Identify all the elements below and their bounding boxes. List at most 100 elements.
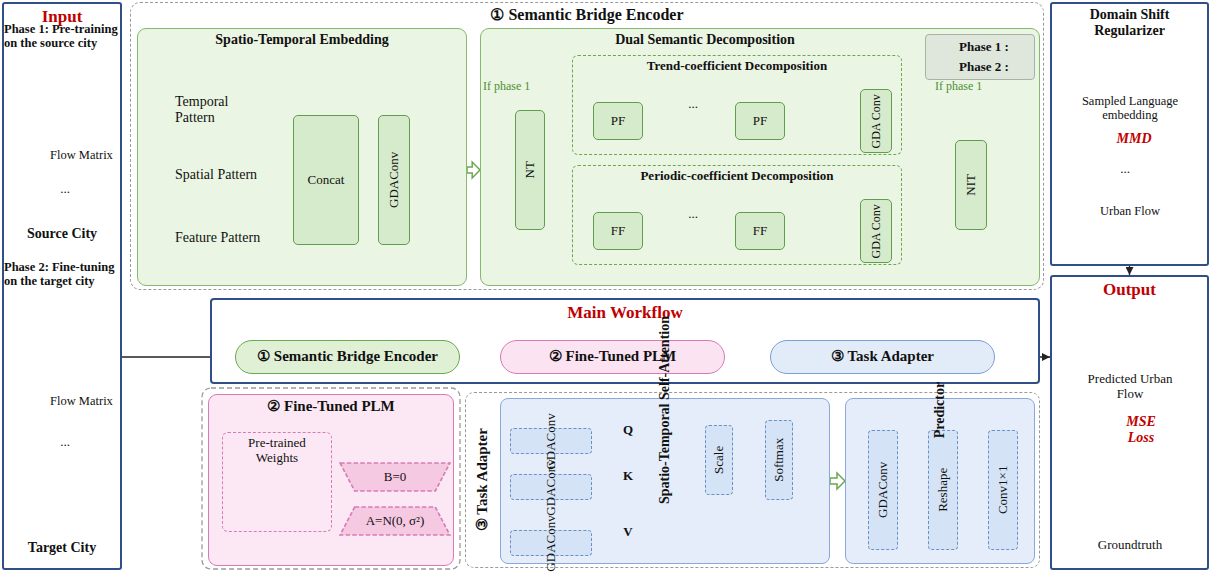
box-label: GDA Conv bbox=[870, 203, 883, 259]
process-box: FF bbox=[735, 212, 785, 250]
text-label: Q bbox=[620, 423, 636, 438]
workflow-step: ② Fine-Tuned PLM bbox=[500, 340, 725, 374]
box-label: Softmax bbox=[772, 424, 786, 496]
box-label: Scale bbox=[712, 429, 726, 491]
text-label: ... bbox=[680, 207, 706, 222]
process-box: GDAConv bbox=[378, 115, 410, 245]
text-label: Predicted Urban Flow bbox=[1080, 372, 1180, 402]
connector bbox=[467, 162, 480, 178]
heading: Trend-coefficient Decomposition bbox=[577, 59, 897, 74]
process-box: GDA Conv bbox=[860, 199, 892, 263]
text-label: ... bbox=[1111, 162, 1139, 177]
process-box: PF bbox=[735, 102, 785, 140]
heading: ② Fine-Tuned PLM bbox=[213, 398, 449, 415]
process-box: GDA Conv bbox=[860, 89, 892, 153]
text-label: ... bbox=[54, 182, 76, 197]
layer-box: GDAConv bbox=[868, 430, 898, 550]
weights-box: Pre-trained Weights bbox=[222, 432, 332, 532]
layer-box: Softmax bbox=[765, 420, 793, 500]
pattern-item: Temporal Pattern bbox=[175, 90, 263, 130]
text-label: V bbox=[620, 525, 636, 540]
text-label: ... bbox=[54, 435, 76, 450]
text-label: ... bbox=[680, 97, 706, 112]
text-label: K bbox=[620, 469, 636, 484]
decomposition-group: Trend-coefficient DecompositionPF PF GDA C… bbox=[572, 55, 902, 155]
text-label: MMD bbox=[1104, 131, 1164, 147]
box-label: Phase 1 : bbox=[934, 37, 1034, 57]
box-label: GDAConv bbox=[544, 503, 559, 572]
box-label: Temporal Pattern bbox=[175, 94, 263, 126]
heading: Periodic-coefficient Decomposition bbox=[577, 169, 897, 184]
layer-box: GDAConv bbox=[510, 428, 592, 454]
layer-box: Reshape bbox=[928, 430, 958, 550]
heading: Pre-trained Weights bbox=[227, 436, 327, 466]
box-label: FF bbox=[594, 224, 642, 239]
box-label: Spatial Pattern bbox=[175, 167, 263, 183]
box-label: GDA Conv bbox=[870, 93, 883, 149]
process-box: NT bbox=[515, 110, 545, 230]
box-label: GDAConv bbox=[387, 119, 401, 241]
module-frame bbox=[202, 388, 460, 569]
text-label: Source City bbox=[6, 226, 118, 242]
module-panel: Spatio-Temporal Self-AttentionGDAConvGDA… bbox=[500, 398, 830, 564]
text-label: Flow Matrix bbox=[50, 394, 120, 408]
layer-box: GDAConv bbox=[510, 474, 592, 500]
box-label: B=0 bbox=[339, 470, 451, 485]
box-label: Phase 2 : bbox=[934, 57, 1034, 77]
box-label: ② Fine-Tuned PLM bbox=[501, 348, 724, 365]
text-label: If phase 1 bbox=[935, 80, 1007, 94]
process-box: Concat bbox=[293, 115, 359, 245]
box-label: A=N(0, σ²) bbox=[339, 514, 451, 529]
box-label: GDAConv bbox=[876, 434, 890, 546]
text-label: Sampled Language embedding bbox=[1055, 94, 1205, 123]
box-label: ③ Task Adapter bbox=[771, 348, 994, 365]
pattern-item: Spatial Pattern bbox=[175, 155, 263, 195]
box-label: PF bbox=[594, 114, 642, 129]
text-label: Groundtruth bbox=[1055, 538, 1205, 553]
layer-box: GDAConv bbox=[510, 530, 592, 556]
process-box: NIT bbox=[955, 140, 987, 230]
module-panel: Dual Semantic DecompositionPhase 1 :Phas… bbox=[480, 28, 1040, 286]
layer-box: Conv1×1 bbox=[988, 430, 1018, 550]
module-panel: Spatio-Temporal EmbeddingTemporal Patter… bbox=[137, 28, 467, 286]
text-label: Phase 1: Pre-training on the source city bbox=[4, 22, 120, 51]
heading: ③ Task Adapter bbox=[474, 397, 491, 563]
module-frame: ① Semantic Bridge EncoderSpatio-Temporal… bbox=[130, 2, 1044, 290]
pattern-item: Feature Pattern bbox=[175, 218, 263, 258]
box-label: PF bbox=[736, 114, 784, 129]
box-label: ① Semantic Bridge Encoder bbox=[236, 348, 459, 365]
text-label: Phase 2: Fine-tuning on the target city bbox=[4, 260, 120, 289]
box-label: FF bbox=[736, 224, 784, 239]
matrix-trapezoid: A=N(0, σ²) bbox=[339, 506, 451, 536]
box-label: Concat bbox=[294, 173, 358, 188]
heading: ① Semantic Bridge Encoder bbox=[135, 6, 1039, 24]
matrix-trapezoid: B=0 bbox=[339, 462, 451, 492]
heading: Spatio-Temporal Embedding bbox=[142, 32, 462, 48]
box-label: Reshape bbox=[936, 434, 950, 546]
box-label: Feature Pattern bbox=[175, 230, 263, 246]
text-label: Urban Flow bbox=[1055, 204, 1205, 218]
process-box: FF bbox=[593, 212, 643, 250]
text-label: Target City bbox=[6, 540, 118, 556]
text-label: If phase 1 bbox=[483, 80, 555, 94]
module-frame: ③ Task Adapter Spatio-Temporal Self-Atten… bbox=[465, 392, 1040, 568]
module-panel: PredictorGDAConvReshapeConv1×1 bbox=[845, 398, 1035, 564]
box-label: NT bbox=[523, 114, 537, 226]
heading: Main Workflow bbox=[216, 303, 1034, 323]
heading: Dual Semantic Decomposition bbox=[485, 32, 925, 48]
layer-box: Scale bbox=[705, 425, 733, 495]
module-frame bbox=[202, 388, 460, 569]
box-label: Conv1×1 bbox=[996, 434, 1010, 546]
workflow-frame: Main Workflow ① Semantic Bridge Encoder ② … bbox=[210, 298, 1040, 384]
connector bbox=[830, 473, 845, 489]
module-panel: ② Fine-Tuned PLM Pre-trained WeightsB=0A=… bbox=[208, 394, 454, 566]
heading: Output bbox=[1056, 280, 1203, 300]
decomposition-group: Periodic-coefficient DecompositionFF FF GD… bbox=[572, 165, 902, 265]
box-label: NIT bbox=[964, 144, 978, 226]
workflow-step: ③ Task Adapter bbox=[770, 340, 995, 374]
phase-legend: Phase 1 :Phase 2 : bbox=[925, 34, 1035, 80]
text-label: Flow Matrix bbox=[50, 148, 120, 162]
heading: Domain Shift Regularizer bbox=[1056, 7, 1203, 39]
workflow-step: ① Semantic Bridge Encoder bbox=[235, 340, 460, 374]
connector bbox=[1129, 266, 1130, 275]
